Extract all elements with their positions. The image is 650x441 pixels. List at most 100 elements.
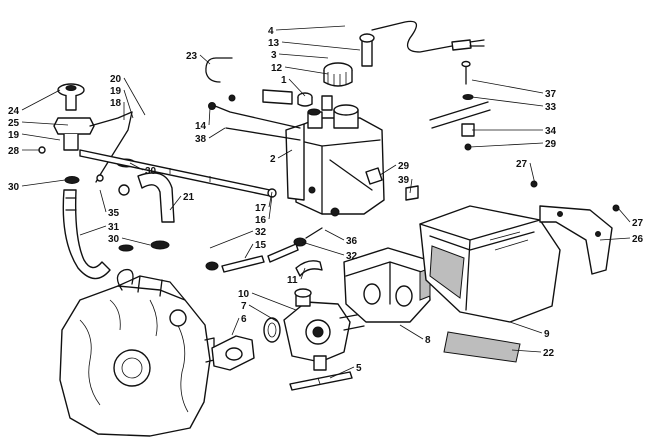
callout-10: 10 — [238, 289, 250, 300]
airbox-screw — [530, 180, 538, 188]
callout-19: 19 — [8, 130, 20, 141]
callout-23: 23 — [186, 51, 198, 62]
leader-line — [599, 237, 631, 241]
callout-13: 13 — [268, 38, 280, 49]
callout-12: 12 — [271, 63, 283, 74]
reservoir-tank — [285, 95, 385, 217]
leader-line — [324, 229, 345, 241]
callout-39: 39 — [398, 175, 410, 186]
callout-35: 35 — [108, 208, 120, 219]
leader-line — [169, 195, 182, 211]
leader-line — [288, 78, 306, 97]
filler-cap — [297, 62, 353, 107]
leader-line — [509, 321, 543, 334]
callout-28: 28 — [8, 146, 20, 157]
callout-18: 18 — [110, 98, 122, 109]
leader-line — [471, 79, 544, 94]
carb-flange — [211, 317, 281, 371]
leader-line — [379, 164, 397, 176]
leader-line — [278, 53, 329, 59]
leader-line — [123, 89, 134, 119]
impulse-hose — [295, 260, 323, 277]
cable-guide — [365, 167, 419, 201]
callout-34: 34 — [545, 126, 557, 137]
leader-line — [248, 304, 279, 323]
callout-26: 26 — [632, 234, 644, 245]
leader-line — [268, 191, 273, 208]
callout-labels: 4133121232019182425192830143823021353130… — [8, 26, 644, 374]
callout-20: 20 — [110, 74, 122, 85]
drain-hose — [289, 371, 353, 391]
callout-32: 32 — [255, 227, 267, 238]
leader-line — [301, 241, 345, 256]
leader-line — [123, 77, 146, 116]
callout-11: 11 — [287, 275, 298, 286]
callout-30: 30 — [145, 166, 157, 177]
callout-36: 36 — [346, 236, 358, 247]
carburetor — [283, 288, 365, 371]
callout-30: 30 — [108, 234, 120, 245]
vent-hose — [205, 57, 293, 105]
leader-line — [275, 25, 346, 31]
callout-2: 2 — [270, 154, 276, 165]
callout-9: 9 — [544, 329, 550, 340]
leader-line — [284, 66, 329, 75]
callout-3: 3 — [271, 50, 277, 61]
leader-line — [21, 121, 69, 126]
leader-line — [99, 189, 107, 213]
screws-left — [208, 94, 301, 141]
callout-31: 31 — [108, 222, 120, 233]
leader-line — [277, 149, 293, 159]
long-tube — [79, 149, 271, 197]
leader-line — [21, 133, 61, 141]
leader-line — [121, 237, 151, 246]
callout-24: 24 — [8, 106, 20, 117]
callout-38: 38 — [195, 134, 207, 145]
leader-line — [251, 292, 297, 311]
leader-line — [511, 349, 542, 353]
callout-25: 25 — [8, 118, 20, 129]
leader-line — [209, 230, 254, 249]
leader-line — [21, 179, 66, 187]
callout-14: 14 — [195, 121, 207, 132]
callout-21: 21 — [183, 192, 195, 203]
callout-19: 19 — [110, 86, 122, 97]
callout-8: 8 — [425, 335, 431, 346]
callout-6: 6 — [241, 314, 247, 325]
leader-line — [471, 96, 544, 107]
fuel-hoses — [205, 227, 323, 273]
callout-15: 15 — [255, 240, 267, 251]
callout-27: 27 — [632, 218, 644, 229]
intake-silencer — [343, 247, 431, 323]
leader-line — [409, 178, 413, 194]
leader-line — [79, 225, 107, 236]
leader-line — [129, 162, 144, 171]
leader-line — [208, 127, 226, 139]
callout-4: 4 — [268, 26, 274, 37]
leader-line — [617, 207, 631, 223]
callout-16: 16 — [255, 215, 267, 226]
leader-line — [469, 142, 544, 148]
lower-hose — [62, 189, 111, 280]
callout-1: 1 — [281, 75, 287, 86]
callout-22: 22 — [543, 348, 555, 359]
callout-27: 27 — [516, 159, 528, 170]
engine — [59, 268, 215, 437]
callout-30: 30 — [8, 182, 20, 193]
leader-line — [231, 317, 240, 336]
right-hardware — [429, 60, 491, 151]
air-filter — [443, 331, 521, 363]
bracket-rod — [95, 111, 133, 196]
leader-line — [529, 162, 536, 185]
leader-line — [208, 107, 211, 126]
level-sensor — [359, 20, 485, 67]
airbox-bracket — [539, 204, 620, 275]
callout-37: 37 — [545, 89, 557, 100]
leader-line — [244, 243, 254, 259]
air-box — [419, 205, 561, 323]
leader-line — [199, 54, 211, 65]
callout-29: 29 — [545, 139, 557, 150]
coolant-cap-assembly — [38, 83, 133, 184]
leader-line — [329, 366, 355, 379]
